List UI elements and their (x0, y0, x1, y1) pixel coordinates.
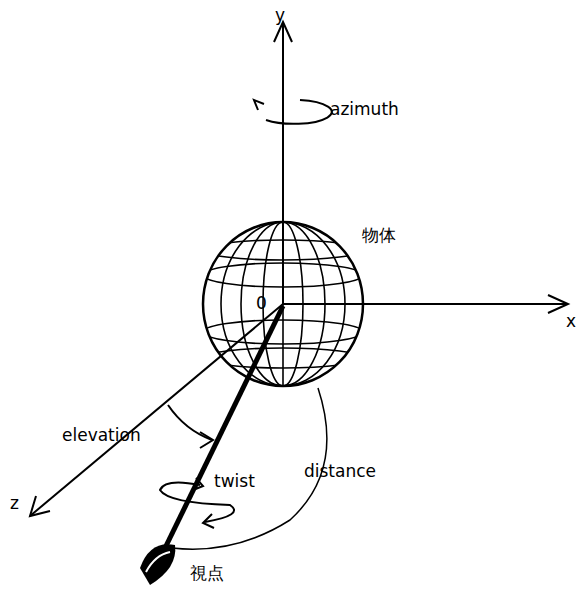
distance-arc (172, 388, 327, 549)
distance-label: distance (304, 462, 376, 481)
axis-label: y (275, 6, 285, 25)
axes (30, 22, 568, 516)
axis-label: x (566, 312, 576, 331)
view-line (166, 306, 283, 546)
elevation-arc (168, 405, 213, 448)
axis-label: z (10, 494, 19, 513)
azimuth-rotation (254, 100, 332, 124)
angle-label: elevation (62, 426, 141, 445)
rotation-label: azimuth (330, 100, 399, 119)
viewpoint-label: 視点 (190, 564, 224, 583)
eye-symbol (140, 544, 175, 585)
origin-label: 0 (256, 294, 267, 313)
object-label: 物体 (362, 226, 396, 245)
rotation-label: twist (214, 472, 255, 491)
